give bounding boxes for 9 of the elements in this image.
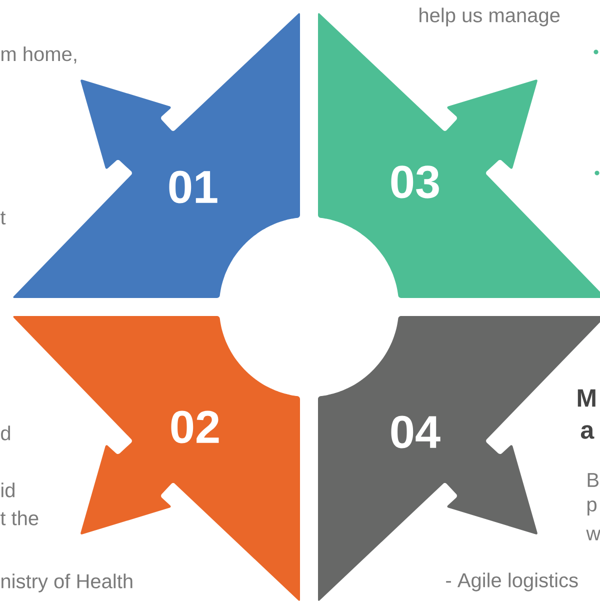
body-text: - Agile logistics xyxy=(446,572,578,592)
heading-text: a xyxy=(580,425,594,439)
body-text: p xyxy=(588,500,596,516)
heading-text: M xyxy=(578,389,596,407)
body-text: help us manage xyxy=(420,8,560,26)
body-text: id xyxy=(2,482,14,498)
body-text: B xyxy=(588,473,598,487)
body-text: nistry of Health xyxy=(2,574,132,592)
body-text: t the xyxy=(0,510,38,526)
